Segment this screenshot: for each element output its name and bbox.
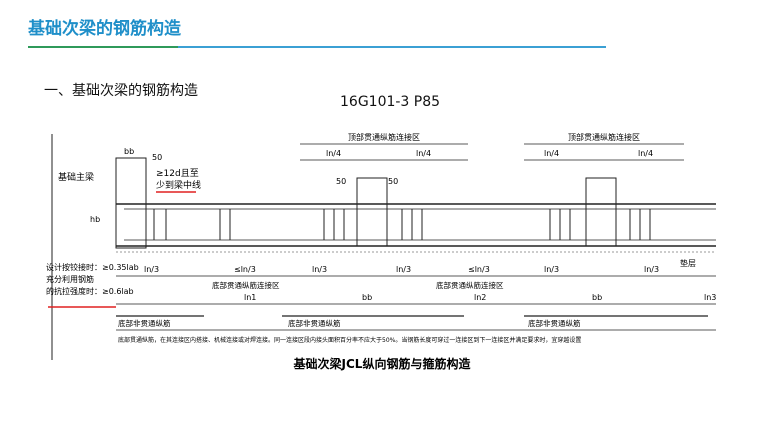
ln4-label-3: ln/4	[544, 149, 559, 158]
bottom-zone-label-1: 底部贯通纵筋连接区	[212, 280, 280, 290]
anchor-note-2: 少到梁中线	[156, 179, 201, 191]
bb-label-mid: bb	[362, 293, 372, 302]
ln2-label: ln2	[474, 293, 486, 302]
top-zone-label-1: 顶部贯通纵筋连接区	[348, 132, 420, 142]
full-strength-note-2: 的抗拉强度时：≥0.6lab	[46, 286, 134, 296]
rebar-detail-drawing: 顶部贯通纵筋连接区 顶部贯通纵筋连接区 ln/4 ln/4 ln/4 ln/4 …	[44, 120, 720, 384]
page-title: 基础次梁的钢筋构造	[28, 19, 181, 39]
ln3-label-5: ln/3	[644, 265, 659, 274]
pad-label: 垫层	[680, 258, 696, 268]
ln3-label-1: ln/3	[144, 265, 159, 274]
figure-caption: 基础次梁JCL纵向钢筋与箍筋构造	[293, 356, 472, 371]
main-beam-label: 基础主梁	[58, 171, 94, 183]
ln4-label-1: ln/4	[326, 149, 341, 158]
atlas-reference: 16G101-3 P85	[340, 94, 441, 110]
hinge-note: 设计按铰接时：≥0.35lab	[46, 262, 139, 272]
bottom-through-note: 底部贯通纵筋，在其连接区内搭接、机械连接或对焊连接。同一连接区段内接头面积百分率…	[118, 336, 581, 344]
anchor-note-1: ≥12d且至	[156, 168, 199, 179]
bottom-zone-label-2: 底部贯通纵筋连接区	[436, 280, 504, 290]
fifty-label-mid-right: 50	[388, 177, 398, 186]
bottom-nonthrough-label-1: 底部非贯通纵筋	[118, 318, 171, 328]
top-zone-label-2: 顶部贯通纵筋连接区	[568, 132, 640, 142]
ln4-label-2: ln/4	[416, 149, 431, 158]
ln3b-label: ln3	[704, 293, 716, 302]
fifty-label-left: 50	[152, 153, 162, 162]
ln3-label-2: ln/3	[312, 265, 327, 274]
ln3-label-4: ln/3	[544, 265, 559, 274]
hb-label: hb	[90, 215, 100, 224]
lt3-label-1: ≤ln/3	[234, 265, 256, 274]
title-underline-accent	[28, 46, 178, 48]
section-heading: 一、基础次梁的钢筋构造	[44, 83, 198, 99]
full-strength-note-1: 充分利用钢筋	[46, 274, 94, 284]
bb-label-left: bb	[124, 147, 134, 156]
ln3-label-3: ln/3	[396, 265, 411, 274]
ln1-label: ln1	[244, 293, 256, 302]
ln4-label-4: ln/4	[638, 149, 653, 158]
title-underline	[28, 46, 606, 48]
bottom-nonthrough-label-3: 底部非贯通纵筋	[528, 318, 581, 328]
bottom-nonthrough-label-2: 底部非贯通纵筋	[288, 318, 341, 328]
lt3-label-2: ≤ln/3	[468, 265, 490, 274]
fifty-label-mid-left: 50	[336, 177, 346, 186]
bb-label-right: bb	[592, 293, 602, 302]
